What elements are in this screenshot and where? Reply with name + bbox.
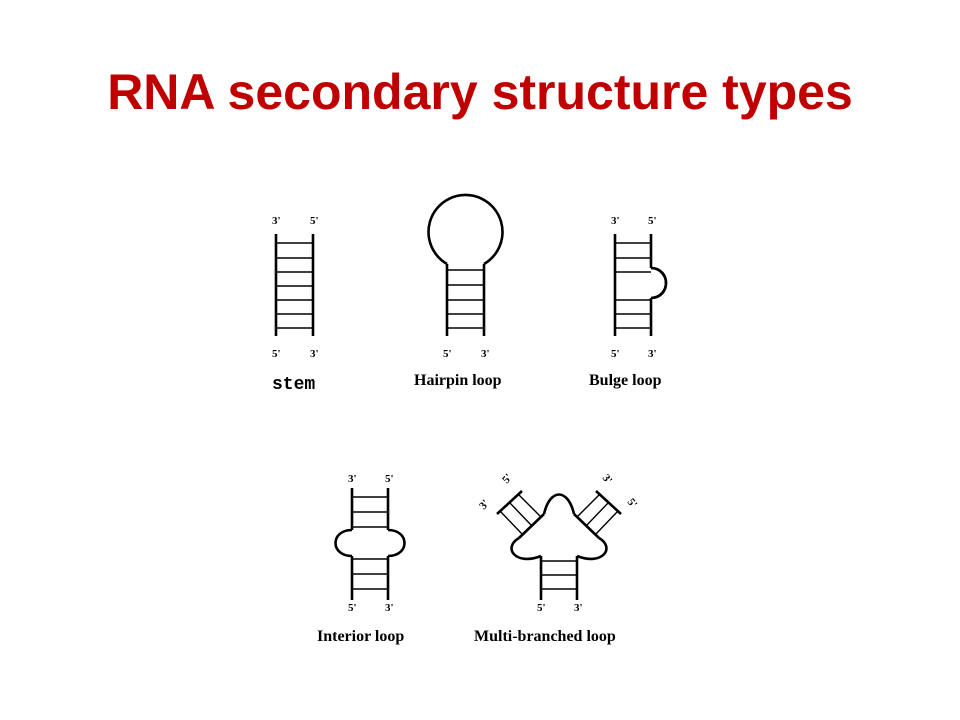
interior-bottom-right-label: 3': [385, 602, 394, 614]
hairpin-caption: Hairpin loop: [414, 372, 502, 389]
interior-top-left-label: 3': [348, 473, 357, 485]
multi-left-base-pairs: [499, 493, 542, 536]
bulge-base-pairs: [615, 242, 651, 329]
multi-right-a-label: 3': [600, 472, 615, 486]
interior-bottom-left-label: 5': [348, 602, 357, 614]
stem-base-pairs: [276, 242, 313, 329]
multi-left-a-label: 3': [477, 498, 492, 512]
multi-bottom-base-pairs: [541, 560, 577, 590]
bulge-bottom-right-label: 3': [648, 348, 657, 360]
interior-loop-diagram: 3' 5' 5' 3' Interior loop: [317, 473, 406, 645]
multi-top-lobe: [542, 493, 576, 515]
multi-right-b-label: 5': [625, 496, 640, 510]
bulge-bottom-left-label: 5': [611, 348, 620, 360]
stem-caption: stem: [272, 375, 315, 395]
bulge-loop-diagram: 3' 5' 5' 3' Bulge loop: [589, 215, 668, 389]
slide-title: RNA secondary structure types: [107, 64, 853, 120]
multi-left-lobe: [510, 536, 542, 561]
multi-bottom-right-label: 3': [574, 602, 583, 614]
multi-bottom-left-label: 5': [537, 602, 546, 614]
hairpin-bottom-left-label: 5': [443, 348, 452, 360]
stem-top-left-label: 3': [272, 215, 281, 227]
hairpin-loop-diagram: 5' 3' Hairpin loop: [414, 193, 504, 389]
hairpin-base-pairs: [447, 269, 484, 329]
multi-right-base-pairs: [576, 493, 619, 536]
interior-top-right-label: 5': [385, 473, 394, 485]
interior-left-bulge: [334, 528, 353, 558]
hairpin-loop-arc: [427, 193, 504, 266]
multi-branched-loop-diagram: 3' 5' 3' 5' 5' 3' Multi-branched loop: [474, 472, 639, 645]
stem-diagram: 3' 5' 5' 3' stem: [272, 215, 319, 395]
stem-bottom-right-label: 3': [310, 348, 319, 360]
interior-right-bulge: [387, 528, 406, 558]
multi-right-lobe: [576, 536, 608, 561]
multi-left-b-label: 5': [500, 472, 515, 486]
bulge-top-right-label: 5': [648, 215, 657, 227]
bulge-top-left-label: 3': [611, 215, 620, 227]
bulge-caption: Bulge loop: [589, 372, 662, 389]
interior-base-pairs: [352, 496, 388, 590]
stem-top-right-label: 5': [310, 215, 319, 227]
stem-bottom-left-label: 5': [272, 348, 281, 360]
hairpin-bottom-right-label: 3': [481, 348, 490, 360]
interior-caption: Interior loop: [317, 628, 404, 645]
multi-caption: Multi-branched loop: [474, 628, 616, 645]
